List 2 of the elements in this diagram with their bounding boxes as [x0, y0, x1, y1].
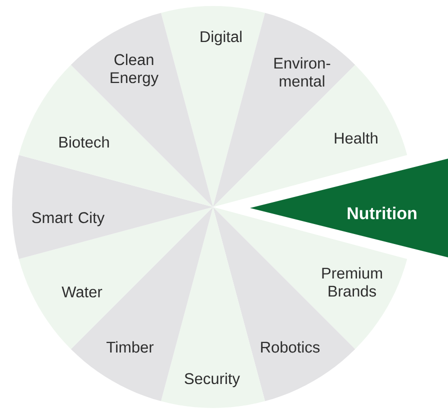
- pie-sector: Smart City: [12, 154, 213, 260]
- pie-sector: Digital: [160, 6, 266, 207]
